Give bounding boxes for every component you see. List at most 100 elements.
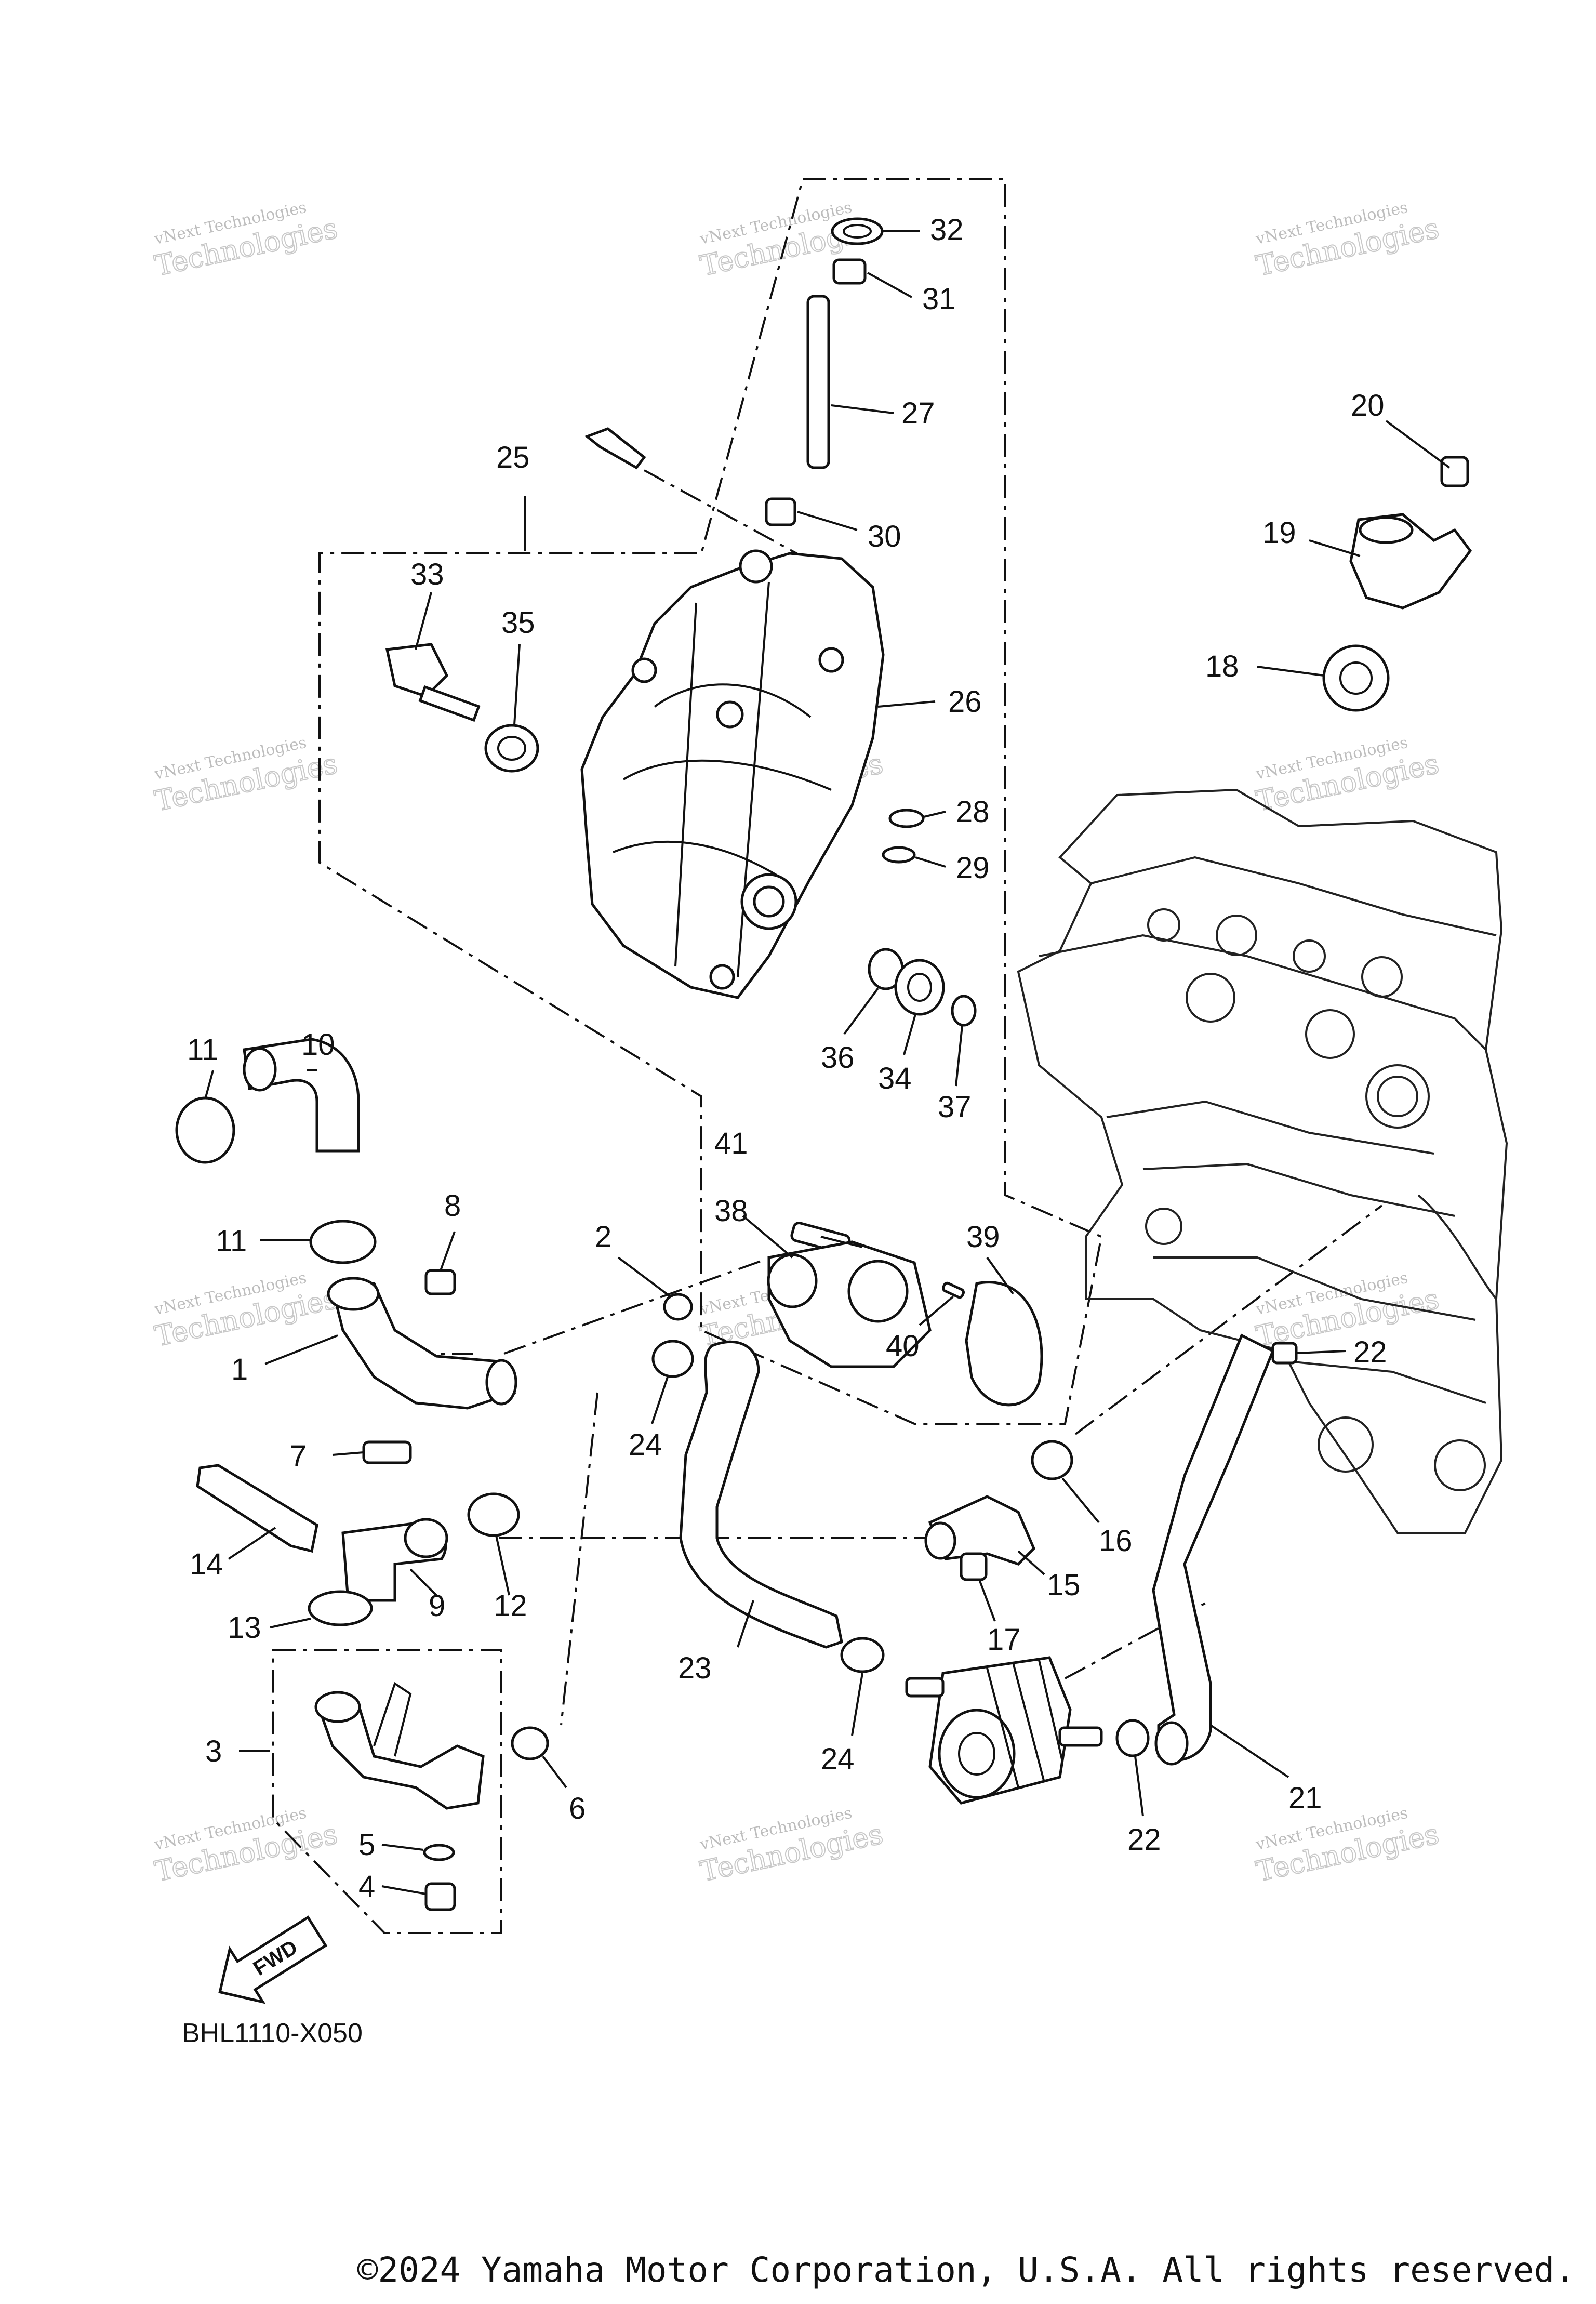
left-parts bbox=[175, 1038, 694, 1911]
clamp-22-upper bbox=[1271, 1342, 1298, 1365]
bracket-14 bbox=[196, 1464, 318, 1553]
leader-line bbox=[332, 1451, 364, 1456]
impeller-shaft bbox=[418, 685, 481, 722]
leader-lines bbox=[204, 230, 1451, 1895]
leader-line bbox=[440, 1231, 456, 1271]
clamp-11-lower bbox=[309, 1220, 377, 1264]
seal-35-inner bbox=[497, 736, 526, 761]
leader-line bbox=[955, 1025, 963, 1087]
washer-5 bbox=[423, 1844, 455, 1861]
leader-line bbox=[1257, 666, 1324, 677]
callout-30: 30 bbox=[868, 520, 901, 553]
center-line bbox=[503, 1259, 764, 1355]
engine-port bbox=[1145, 1208, 1182, 1245]
oring-2 bbox=[663, 1293, 693, 1321]
engine-crankcase bbox=[1417, 1194, 1497, 1300]
leader-line bbox=[409, 1568, 437, 1596]
oring-6 bbox=[511, 1726, 549, 1760]
cover-boss bbox=[631, 657, 657, 683]
bearing-34 bbox=[894, 959, 945, 1016]
leader-line bbox=[923, 811, 946, 818]
engine-block bbox=[1017, 788, 1508, 1534]
callout-13: 13 bbox=[228, 1611, 261, 1645]
leader-line bbox=[742, 1215, 793, 1259]
pump-housing-parts bbox=[767, 1222, 1043, 1407]
callout-23: 23 bbox=[678, 1651, 712, 1685]
callout-15: 15 bbox=[1047, 1568, 1081, 1602]
thermostat-parts bbox=[1322, 456, 1472, 712]
oil-cooler-port bbox=[958, 1732, 995, 1776]
leader-line bbox=[877, 700, 936, 708]
callout-27: 27 bbox=[901, 396, 935, 430]
callouts: 1 2 3 4 5 6 7 8 9 10 11 11 12 13 14 15 1… bbox=[187, 213, 1387, 1903]
seal-32-inner bbox=[843, 224, 872, 239]
engine-block-outline bbox=[1017, 788, 1508, 1534]
engine-port bbox=[1186, 973, 1235, 1023]
callout-32: 32 bbox=[930, 213, 964, 247]
leader-line bbox=[204, 1070, 214, 1100]
callout-41: 41 bbox=[714, 1127, 748, 1160]
seal-32 bbox=[831, 217, 884, 245]
callout-20: 20 bbox=[1351, 389, 1385, 422]
callout-16: 16 bbox=[1099, 1524, 1133, 1558]
leader-line bbox=[1309, 539, 1361, 557]
callout-40: 40 bbox=[886, 1329, 920, 1363]
leader-line bbox=[495, 1535, 510, 1596]
clamp-22-lower bbox=[1115, 1719, 1150, 1757]
cover-rib bbox=[674, 602, 697, 967]
callout-3: 3 bbox=[205, 1734, 222, 1768]
engine-rib bbox=[1288, 1360, 1486, 1404]
oil-cooler-fin bbox=[1038, 1660, 1063, 1762]
leader-line bbox=[915, 856, 946, 868]
collar-30 bbox=[765, 497, 796, 526]
callout-36: 36 bbox=[821, 1041, 855, 1075]
engine-cam-cover bbox=[1090, 856, 1497, 936]
leader-line bbox=[986, 1256, 1014, 1295]
callout-33: 33 bbox=[410, 558, 444, 591]
gasket-39 bbox=[965, 1281, 1043, 1407]
leader-line bbox=[737, 1600, 754, 1648]
bolt bbox=[584, 427, 646, 470]
bolt-20 bbox=[1440, 456, 1469, 487]
callout-17: 17 bbox=[987, 1623, 1021, 1657]
leader-line bbox=[831, 404, 894, 414]
callout-31: 31 bbox=[922, 282, 956, 316]
callout-8: 8 bbox=[444, 1189, 461, 1223]
oil-cooler-fin bbox=[1012, 1662, 1045, 1783]
callout-14: 14 bbox=[190, 1547, 223, 1581]
leader-line bbox=[651, 1376, 669, 1424]
hose-10-end bbox=[243, 1047, 277, 1092]
callout-24b: 24 bbox=[821, 1742, 855, 1776]
leader-line bbox=[228, 1527, 276, 1560]
cover-rib bbox=[622, 759, 832, 791]
callout-35: 35 bbox=[501, 606, 535, 640]
leader-line bbox=[617, 1256, 671, 1297]
center-line bbox=[560, 1392, 598, 1726]
leader-line bbox=[978, 1579, 996, 1622]
joint-15-end bbox=[924, 1521, 956, 1560]
washer-28 bbox=[888, 809, 925, 828]
callout-11b: 11 bbox=[216, 1224, 247, 1258]
drawing-id: BHL1110-X050 bbox=[182, 2018, 363, 2048]
clamp-24 bbox=[651, 1340, 694, 1378]
center-line bbox=[644, 469, 816, 565]
leader-line bbox=[1017, 1550, 1045, 1575]
bolt-4 bbox=[424, 1882, 456, 1911]
collar-31 bbox=[832, 258, 867, 285]
pipe-27 bbox=[806, 295, 830, 469]
engine-port bbox=[1293, 939, 1326, 973]
cover-rib bbox=[613, 841, 791, 884]
callout-4: 4 bbox=[358, 1870, 375, 1903]
oil-cooler-fin bbox=[986, 1667, 1019, 1788]
callout-10: 10 bbox=[301, 1028, 335, 1062]
pipe-3-end bbox=[314, 1691, 361, 1723]
bolt-7 bbox=[362, 1440, 412, 1464]
hose-9-end bbox=[404, 1518, 448, 1558]
callout-38: 38 bbox=[714, 1194, 748, 1228]
callout-19: 19 bbox=[1262, 516, 1296, 550]
callout-12: 12 bbox=[494, 1589, 527, 1623]
callout-22a: 22 bbox=[1353, 1335, 1387, 1369]
cover-rib bbox=[654, 683, 812, 718]
engine-cylinder-head bbox=[1039, 934, 1487, 1051]
